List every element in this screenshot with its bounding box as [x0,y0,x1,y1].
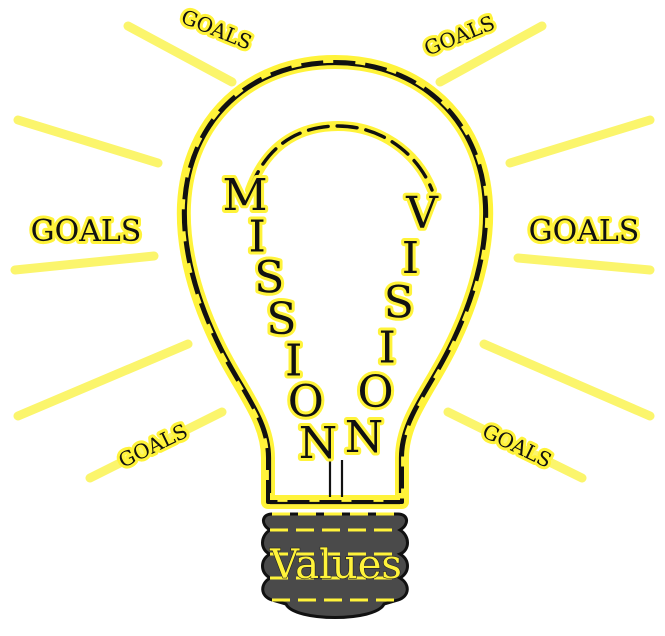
ray-top-left [123,21,237,87]
vision-letter-1: V [405,188,439,239]
mission-letter-5: I [285,335,302,386]
ray-lower-right [479,339,655,421]
ray-mid-left [10,251,159,275]
vision-letter-5: O [358,367,394,418]
values-label: Values [269,542,402,588]
goals-label-mid-right: GOALS [529,214,640,249]
ray-upper-right [505,115,655,168]
vision-letter-2: I [402,233,419,284]
mission-letter-6: O [288,377,324,428]
ray-top-right [435,21,547,87]
bulb-glass [176,55,494,509]
ray-lower-left [13,339,193,421]
ray-mid-right [513,253,655,275]
ray-bottom-right [443,407,587,483]
goals-label-bottom-right: GOALS [479,419,556,473]
vision-letter-6: N [345,412,384,463]
ray-upper-left [13,115,163,168]
vision-letter-3: S [384,278,414,329]
bulb-base: Values [261,512,409,619]
filament [245,120,437,497]
goals-label-bottom-left: GOALS [114,419,191,473]
mission-letter-2: I [249,211,266,262]
filament-stem [328,460,344,497]
mission-letter-4: S [266,294,296,345]
base-threads [270,512,400,602]
mission-letter-3: S [254,253,284,304]
goals-label-top-left: GOALS [178,5,255,55]
ray-bottom-left [85,407,227,483]
mission-letter-1: M [222,170,267,221]
mission-letter-7: N [299,418,338,469]
goals-label-mid-left: GOALS [31,214,142,249]
vision-letter-4: I [379,322,396,373]
light-rays [10,21,655,483]
base-shape [261,512,409,619]
